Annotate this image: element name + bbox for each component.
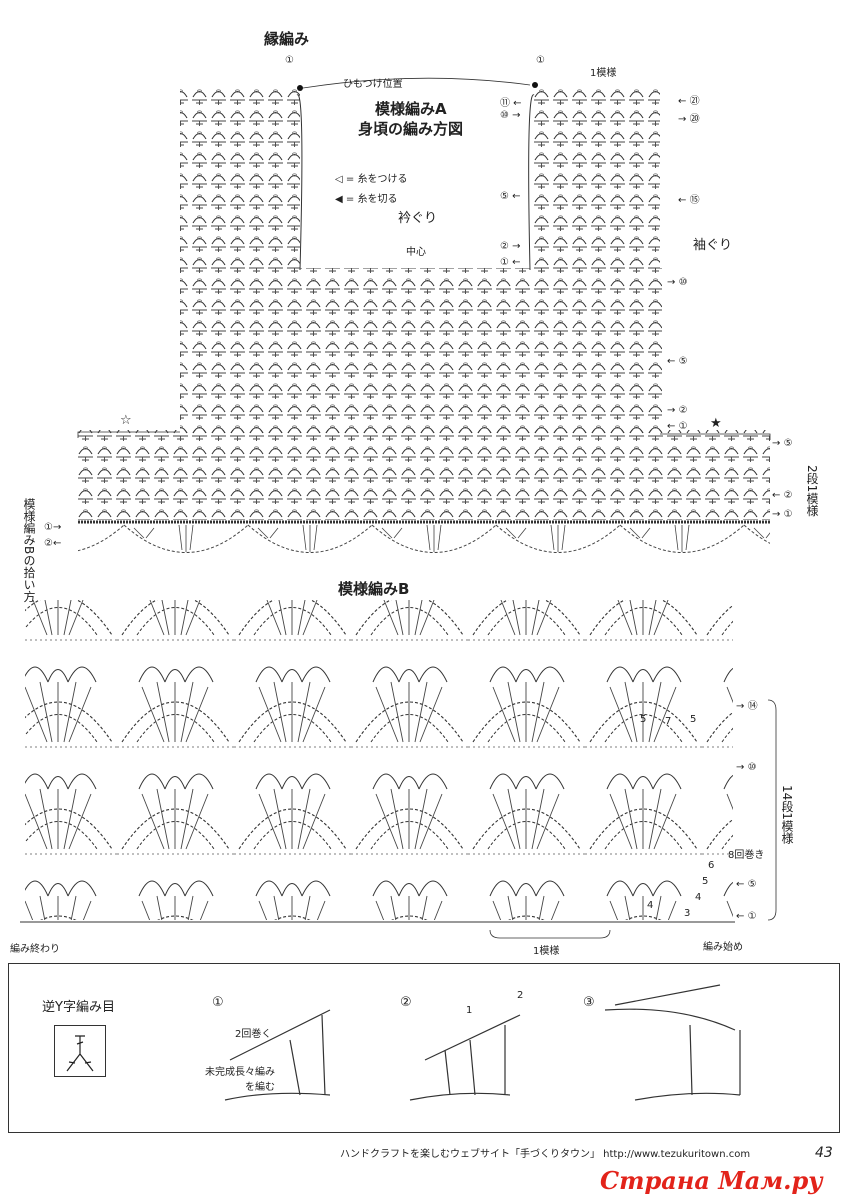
row-label: → ⑳: [678, 114, 700, 125]
tie-position-label: ひもつけ位置: [343, 79, 403, 90]
chart-a-title: 模様編みA: [375, 98, 447, 119]
legend-text: = 糸をつける: [345, 174, 408, 185]
stitch-count: 7: [665, 716, 672, 727]
step-2: ②: [400, 995, 412, 1010]
row-label: → ①: [772, 509, 793, 520]
row-label: ⑤ ←: [500, 191, 521, 202]
row-mark: ①: [285, 55, 294, 66]
row-label: ⑪ ←: [500, 98, 522, 109]
row-label: ← ⑤: [667, 356, 688, 367]
one-pattern-label: 1模様: [533, 946, 560, 957]
step2-arrow-2: 2: [517, 990, 524, 1001]
legend-text: = 糸を切る: [345, 194, 398, 205]
center-label: 中心: [406, 247, 426, 258]
one-pattern-label: 1模様: [590, 68, 617, 79]
stitch-count: 6: [708, 860, 715, 871]
row-label: ← ①: [736, 911, 757, 922]
stitch-count: 4: [695, 892, 702, 903]
star-filled-mark: ★: [710, 416, 722, 431]
stitch-title: 逆Y字編み目: [42, 1000, 115, 1015]
chart-a-lower-band: [78, 430, 770, 520]
row-label: ← ⑤: [736, 879, 757, 890]
row-label: ← ⑮: [678, 195, 700, 206]
stitch-illustrations: [224, 984, 741, 1101]
cut-yarn-icon: ◀: [335, 194, 343, 205]
row-label: ① ←: [500, 257, 521, 268]
row-label: ①→: [44, 522, 62, 533]
pickup-label: 模様編みBの拾い方: [22, 498, 36, 603]
step-3: ③: [583, 995, 595, 1010]
chart-a-subtitle: 身頃の編み方図: [358, 118, 464, 139]
wrap-note: 8回巻き: [728, 850, 765, 861]
step-1: ①: [212, 995, 224, 1010]
row-label: ②←: [44, 538, 62, 549]
step2-arrow-1: 1: [466, 1005, 473, 1016]
attach-yarn-icon: ◁: [335, 174, 343, 185]
stitch-instruction-box: [8, 963, 840, 1133]
row-label: → ⑩: [667, 277, 688, 288]
start-label: 編み始め: [703, 942, 743, 953]
step1-note: 未完成長々編み を編む: [205, 1067, 275, 1093]
row-label: → ⑤: [772, 438, 793, 449]
armhole-label: 袖ぐり: [693, 238, 733, 253]
chart-a-left-shoulder: [180, 85, 300, 270]
edge-pattern-label: 縁編み: [264, 30, 310, 48]
footer-text: ハンドクラフトを楽しむウェブサイト「手づくりタウン」 http://www.te…: [340, 1149, 751, 1160]
stitch-count: 5: [690, 714, 697, 725]
step1-wrap-note: 2回巻く: [235, 1029, 272, 1040]
inverted-y-stitch-symbol: [54, 1025, 106, 1077]
row-label: ⑩ →: [500, 110, 521, 121]
stitch-count: 3: [684, 908, 691, 919]
legend-attach-yarn: ◁ = 糸をつける: [335, 170, 407, 185]
row-label: ← ①: [667, 421, 688, 432]
row-label: ← ㉑: [678, 96, 700, 107]
row-label: ② →: [500, 241, 521, 252]
neckline-label: 衿ぐり: [398, 211, 438, 226]
chart-a-scallop-edge: [78, 524, 770, 562]
stitch-count: 4: [647, 900, 654, 911]
chart-a-right-shoulder: [530, 85, 660, 270]
end-label: 編み終わり: [10, 944, 60, 955]
stitch-count: 5: [702, 876, 709, 887]
row-label: → ⑭: [736, 701, 758, 712]
repeat-note-2-rows: 2段1模様: [805, 465, 819, 517]
star-open-mark: ☆: [120, 413, 132, 428]
chart-a-body: [180, 268, 662, 433]
repeat-note-14-rows: 14段1模様: [780, 785, 794, 844]
row-label: → ②: [667, 405, 688, 416]
watermark: Страна Мам.ру: [600, 1166, 823, 1195]
chart-b-title: 模様編みB: [338, 580, 410, 598]
row-mark: ①: [536, 55, 545, 66]
stitch-count: 5: [640, 714, 647, 725]
legend-cut-yarn: ◀ = 糸を切る: [335, 190, 397, 205]
row-label: → ⑩: [736, 762, 757, 773]
chart-b-grid: [25, 600, 733, 920]
page-number: 43: [815, 1145, 833, 1161]
row-label: ← ②: [772, 490, 793, 501]
